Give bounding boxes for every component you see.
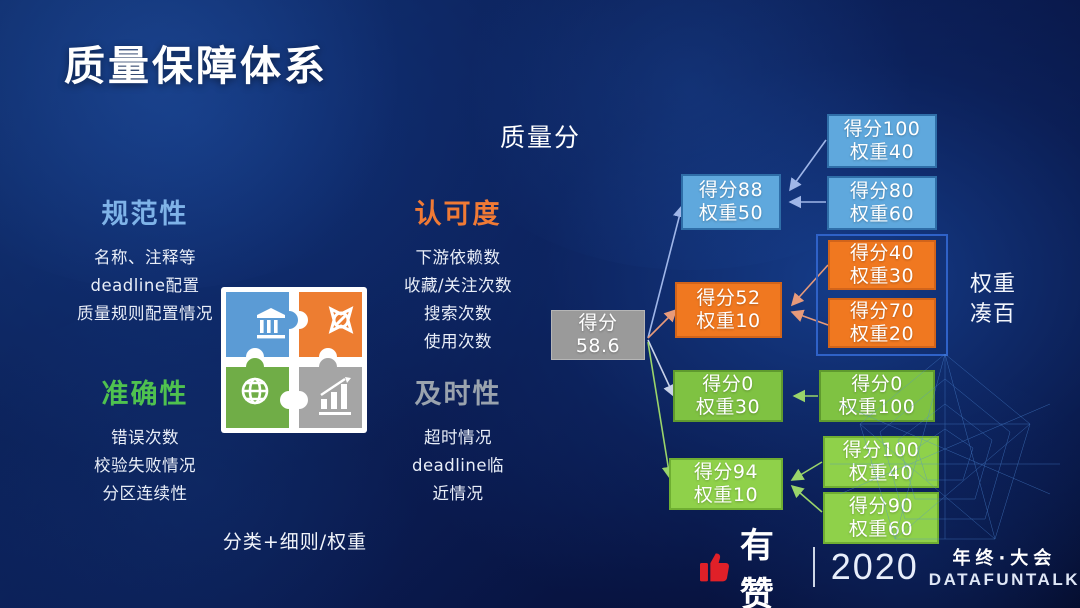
globe-icon [241, 377, 269, 405]
dimension-item: 使用次数 [424, 332, 492, 352]
organizer-name: DATAFUNTALK [928, 570, 1080, 589]
footer-logo: 有赞 2020 年终·大会 DATAFUNTALK [700, 526, 1080, 608]
weight-sum-note: 权重 凑百 [948, 270, 1038, 331]
root-score-value: 58.6 [575, 335, 621, 357]
tree-leaf-blue-1[interactable]: 得分100 权重40 [827, 114, 937, 168]
node-score: 得分40 [849, 242, 915, 265]
node-weight: 权重30 [849, 265, 915, 287]
dimension-item: deadline配置 [90, 276, 200, 296]
dimension-item: 搜索次数 [424, 304, 492, 324]
node-score: 得分90 [848, 495, 914, 518]
quality-score-label: 质量分 [500, 123, 582, 152]
dimension-block-accuracy: 准确性 错误次数 校验失败情况 分区连续性 [45, 372, 245, 508]
brand-name: 有赞 [739, 526, 776, 608]
tree-node-branch-orange[interactable]: 得分52 权重10 [675, 282, 782, 338]
dimension-block-recognition: 认可度 下游依赖数 收藏/关注次数 搜索次数 使用次数 [358, 192, 558, 356]
dimension-item: 错误次数 [111, 428, 179, 447]
bar-chart-icon [319, 377, 351, 415]
node-score: 得分0 [851, 373, 903, 396]
dimension-heading: 规范性 [101, 199, 189, 230]
dimension-item: 近情况 [432, 484, 484, 504]
bank-icon [257, 308, 285, 339]
tree-node-branch-blue[interactable]: 得分88 权重50 [681, 174, 781, 230]
event-year: 2020 [830, 546, 919, 587]
node-weight: 权重60 [848, 518, 914, 540]
event-info: 年终·大会 DATAFUNTALK [929, 544, 1080, 590]
dimension-item: 名称、注释等 [94, 248, 196, 267]
node-weight: 权重40 [849, 141, 915, 163]
node-score: 得分88 [698, 179, 764, 202]
dimension-heading: 及时性 [414, 379, 502, 410]
weight-note-line1: 权重 [969, 272, 1016, 297]
puzzle-icon [221, 287, 367, 433]
node-weight: 权重10 [696, 310, 761, 332]
page-title: 质量保障体系 [64, 42, 328, 90]
node-score: 得分70 [849, 300, 915, 323]
dimension-block-normativity: 规范性 名称、注释等 deadline配置 质量规则配置情况 [45, 192, 245, 328]
tree-node-branch-lightgreen[interactable]: 得分94 权重10 [669, 458, 783, 510]
dimension-heading: 认可度 [414, 199, 502, 230]
dimension-item: deadline临 [412, 456, 504, 476]
tree-node-branch-green[interactable]: 得分0 权重30 [673, 370, 783, 422]
seal-icon [328, 306, 354, 334]
tree-leaf-orange-1[interactable]: 得分40 权重30 [828, 240, 936, 290]
dimension-item: 分区连续性 [102, 484, 188, 504]
node-weight: 权重30 [695, 396, 761, 418]
tree-leaf-blue-2[interactable]: 得分80 权重60 [827, 176, 937, 230]
node-weight: 权重100 [838, 396, 916, 418]
logo-divider [813, 547, 815, 587]
weight-note-line2: 凑百 [969, 302, 1016, 328]
tree-node-root[interactable]: 得分 58.6 [551, 310, 645, 360]
node-score: 得分100 [843, 118, 921, 141]
event-name: 年终·大会 [952, 548, 1057, 569]
node-weight: 权重50 [698, 202, 764, 224]
root-score-label: 得分 [578, 312, 618, 335]
dimension-item: 质量规则配置情况 [77, 304, 213, 324]
tree-leaf-orange-2[interactable]: 得分70 权重20 [828, 298, 936, 348]
node-weight: 权重40 [848, 462, 914, 484]
node-score: 得分0 [702, 373, 754, 396]
node-weight: 权重10 [693, 484, 759, 506]
node-score: 得分80 [849, 180, 915, 203]
dimension-item: 收藏/关注次数 [403, 276, 513, 296]
thumbs-up-icon [700, 553, 729, 582]
tree-leaf-lightgreen-2[interactable]: 得分90 权重60 [823, 492, 939, 544]
node-weight: 权重20 [849, 323, 915, 345]
dimension-item: 校验失败情况 [94, 456, 196, 476]
dimension-heading: 准确性 [101, 379, 189, 410]
node-score: 得分52 [696, 287, 761, 310]
puzzle-caption: 分类+细则/权重 [222, 531, 368, 553]
tree-leaf-lightgreen-1[interactable]: 得分100 权重40 [823, 436, 939, 488]
dimension-item: 下游依赖数 [415, 248, 501, 267]
dimension-item: 超时情况 [424, 428, 492, 447]
dimension-block-timeliness: 及时性 超时情况 deadline临 近情况 [358, 372, 558, 508]
node-weight: 权重60 [849, 203, 915, 225]
node-score: 得分100 [842, 439, 920, 462]
node-score: 得分94 [693, 461, 759, 484]
tree-leaf-green-1[interactable]: 得分0 权重100 [819, 370, 935, 422]
